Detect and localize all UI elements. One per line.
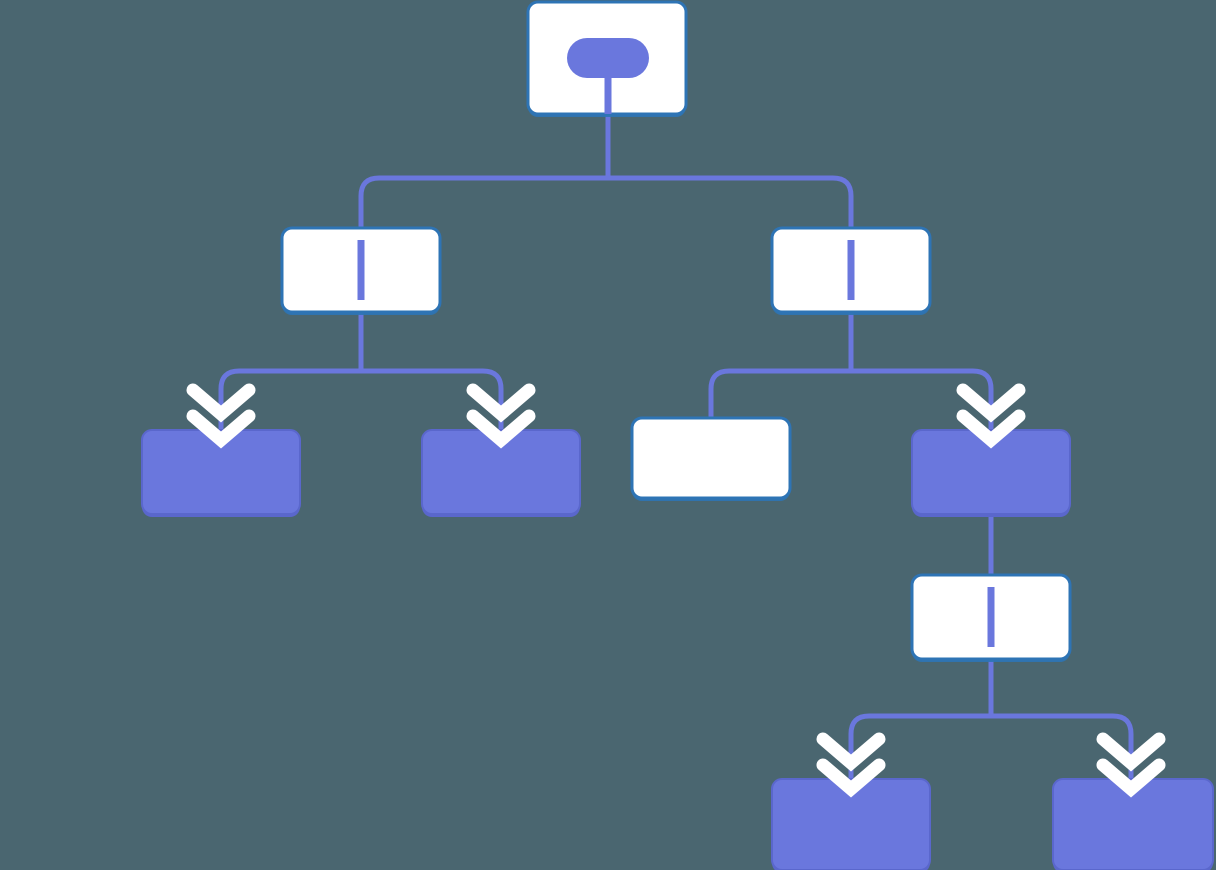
edge-level3-to-leaf-b-arrowhead <box>1096 732 1166 798</box>
edge-level1-left-to-leaf-a <box>218 312 364 430</box>
level2-leaf-a-body[interactable] <box>141 429 301 515</box>
edge-level1-right-to-white-node <box>708 312 854 418</box>
edge-level3-to-leaf-b <box>988 659 1134 779</box>
edge-root-to-level1-right <box>605 114 854 228</box>
level4-leaf-b[interactable] <box>1052 778 1214 870</box>
chevron-1-icon <box>816 758 886 798</box>
node-layer <box>141 0 1214 870</box>
edge-level3-to-leaf-a-arrowhead <box>816 732 886 798</box>
level2-leaf-b[interactable] <box>421 429 581 517</box>
level2-white-node[interactable] <box>630 416 792 501</box>
chevron-1-icon <box>466 409 536 449</box>
chevron-0-icon <box>1096 732 1166 772</box>
level2-leaf-a[interactable] <box>141 429 301 517</box>
edge-level1-left-to-leaf-b <box>358 312 504 430</box>
edge-level1-left-to-leaf-a-arrowhead <box>186 383 256 449</box>
chevron-1-icon <box>956 409 1026 449</box>
level2-leaf-b-body[interactable] <box>421 429 581 515</box>
level4-leaf-a-body[interactable] <box>771 778 931 870</box>
chevron-0-icon <box>816 732 886 772</box>
edge-level1-right-to-purple-branch-arrowhead <box>956 383 1026 449</box>
chevron-0-icon <box>186 383 256 423</box>
edge-level1-right-to-purple-branch <box>848 312 994 430</box>
edge-level3-to-leaf-a <box>848 659 994 779</box>
chevron-0-icon <box>466 383 536 423</box>
root-pill-marker[interactable] <box>567 38 649 78</box>
arrowhead-layer <box>186 383 1166 798</box>
level2-purple-branch-node-body[interactable] <box>911 429 1071 515</box>
chevron-1-icon <box>186 409 256 449</box>
level2-purple-branch-node[interactable] <box>911 429 1071 517</box>
edge-level1-left-to-leaf-b-arrowhead <box>466 383 536 449</box>
level4-leaf-a[interactable] <box>771 778 931 870</box>
chevron-0-icon <box>956 383 1026 423</box>
decoration-layer <box>357 38 995 647</box>
level2-white-node-body[interactable] <box>630 416 792 500</box>
edge-root-to-level1-left <box>358 114 611 228</box>
edge-layer <box>218 114 1134 779</box>
chevron-1-icon <box>1096 758 1166 798</box>
